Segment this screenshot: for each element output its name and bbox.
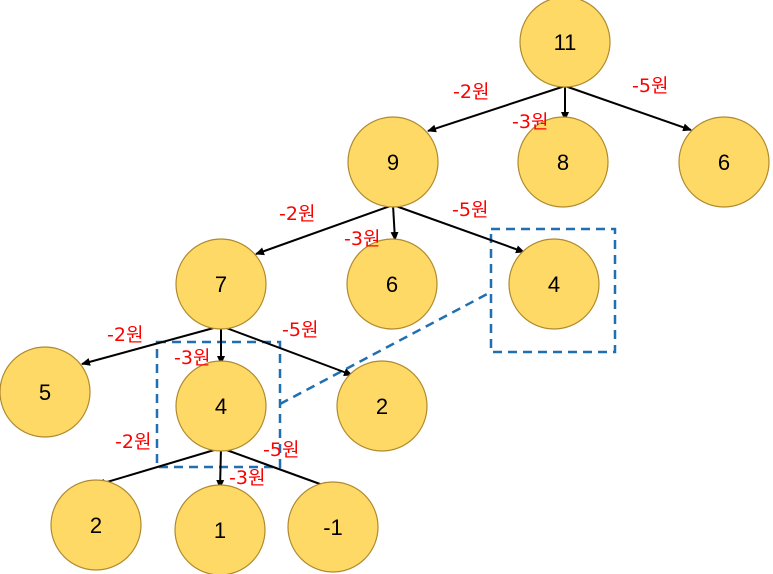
- node-circle: [519, 0, 611, 88]
- tree-node-n4a: 4: [508, 238, 600, 330]
- tree-node-n11: 11: [519, 0, 611, 88]
- node-value-label: 4: [548, 272, 560, 297]
- highlight-box-n4a: [489, 227, 617, 354]
- edge-arrow-n4b-nm1: [220, 447, 332, 490]
- node-circle: [175, 238, 267, 330]
- node-circle: [517, 116, 609, 208]
- edge-label-n4b-nm1: -5원: [263, 439, 299, 461]
- edge-label-n11-n6a: -5원: [632, 75, 668, 97]
- tree-node-n8: 8: [517, 116, 609, 208]
- highlight-connector-line: [279, 290, 492, 406]
- edge-arrow-n4b-n1: [216, 447, 225, 489]
- tree-node-n9: 9: [347, 116, 439, 208]
- edge-label-n11-n9: -2원: [453, 81, 489, 103]
- node-value-label: 1: [214, 518, 226, 543]
- edge-label-n7-n4b: -3원: [174, 347, 210, 369]
- node-circle: [678, 116, 770, 208]
- tree-node-n2a: 2: [336, 360, 428, 452]
- node-value-label: 5: [39, 380, 51, 405]
- node-value-label: 11: [554, 30, 577, 55]
- node-circle: [175, 360, 267, 452]
- edge-label-n7-n5: -2원: [107, 324, 143, 346]
- node-value-label: 8: [557, 150, 569, 175]
- edge-arrow-n7-n5: [81, 325, 222, 366]
- edge-label-n7-n2a: -5원: [282, 319, 318, 341]
- node-value-label: 7: [215, 272, 227, 297]
- edge-label-n9-n4a: -5원: [452, 199, 488, 221]
- node-value-label: 9: [387, 150, 399, 175]
- tree-node-nm1: -1: [287, 481, 379, 573]
- edge-arrow-n9-n4a: [392, 204, 525, 254]
- edge-arrow-n11-n9: [427, 85, 566, 133]
- edge-label-n4b-n2b: -2원: [115, 431, 151, 453]
- edge-label-n9-n6b: -3원: [344, 228, 380, 250]
- node-value-label: 2: [376, 394, 388, 419]
- tree-node-n6b: 6: [346, 238, 438, 330]
- tree-node-n7: 7: [175, 238, 267, 330]
- tree-node-n5: 5: [0, 346, 91, 438]
- edge-arrow-n9-n6b: [390, 204, 399, 241]
- node-circle: [50, 479, 142, 571]
- node-value-label: 4: [215, 394, 227, 419]
- highlight-box-n4b: [155, 340, 282, 469]
- node-circle: [287, 481, 379, 573]
- node-circle: [0, 346, 91, 438]
- node-circle: [508, 238, 600, 330]
- highlight-group: [155, 227, 617, 469]
- node-circle: [346, 238, 438, 330]
- tree-node-n1: 1: [174, 484, 266, 574]
- edge-arrow-n4b-n2b: [96, 447, 222, 487]
- edge-labels-group: -2원 -3원 -5원 -2원 -3원 -5원 -2원 -3원 -5원 -2원 -3원 -5원: [107, 75, 668, 489]
- tree-node-n2b: 2: [50, 479, 142, 571]
- node-value-label: -1: [323, 515, 343, 540]
- edge-arrow-n9-n7: [255, 204, 394, 256]
- node-circle: [347, 116, 439, 208]
- edge-label-n4b-n1: -3원: [229, 467, 265, 489]
- edge-arrow-n7-n2a: [220, 325, 353, 376]
- tree-node-n6a: 6: [678, 116, 770, 208]
- edges-group: [81, 85, 692, 490]
- node-value-label: 6: [386, 272, 398, 297]
- node-value-label: 2: [90, 513, 102, 538]
- edge-label-n9-n7: -2원: [279, 203, 315, 225]
- edge-arrow-n11-n6a: [564, 85, 692, 132]
- tree-node-n4b: 4: [175, 360, 267, 452]
- node-circle: [174, 484, 266, 574]
- node-circle: [336, 360, 428, 452]
- node-value-label: 6: [718, 150, 730, 175]
- edge-label-n11-n8: -3원: [512, 111, 548, 133]
